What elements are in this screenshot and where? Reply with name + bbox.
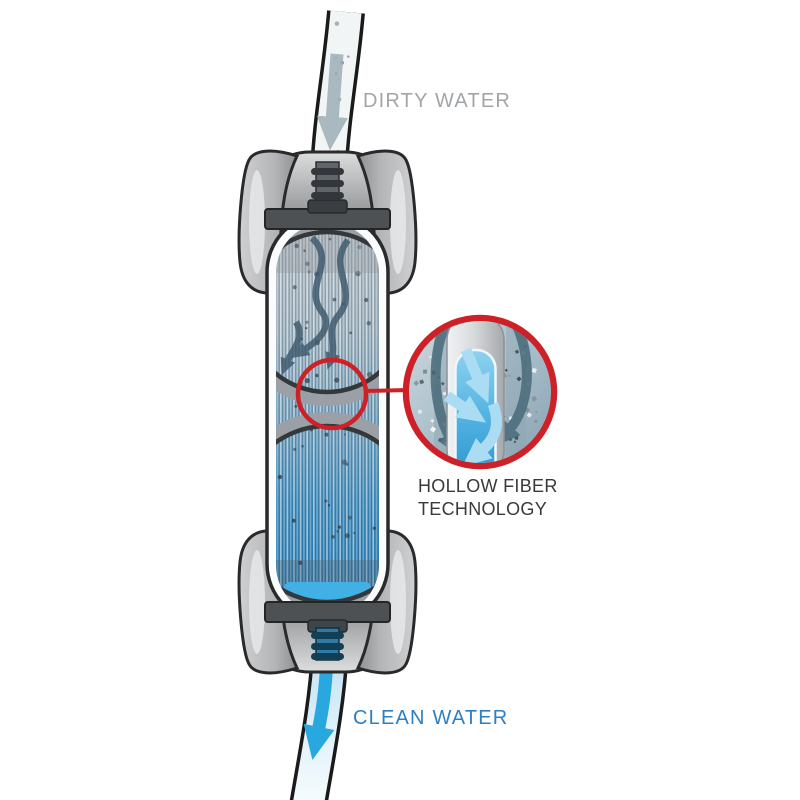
dirty-flow-arrow-icon xyxy=(316,53,348,151)
wing-highlight xyxy=(249,550,265,654)
light-arrow-down xyxy=(462,402,502,463)
callout-label-line1: HOLLOW FIBER xyxy=(418,476,558,496)
bottom-hose-connector xyxy=(307,619,348,661)
wing-highlight xyxy=(390,550,406,654)
dirty-water-label: DIRTY WATER xyxy=(363,90,511,112)
callout-connector-line xyxy=(363,388,411,393)
swirl-arrow-right xyxy=(325,237,351,370)
light-arrow-top xyxy=(460,347,490,404)
top-hose-connector xyxy=(307,161,348,214)
clean-water-pool xyxy=(284,582,371,601)
swirl-arrow-left xyxy=(292,235,330,358)
dark-arrow-right xyxy=(494,323,532,447)
light-arrow-left xyxy=(443,391,486,423)
filter-interior xyxy=(276,223,379,615)
clean-water-label: CLEAN WATER xyxy=(353,707,508,729)
inset-clean-flow-arrows-icon xyxy=(443,347,502,463)
dirty-inlet-tube xyxy=(310,10,365,173)
callout-label-line2: TECHNOLOGY xyxy=(418,499,547,519)
swirl-arrow-small xyxy=(280,320,303,376)
swirl-arrows-icon xyxy=(280,235,351,376)
wing-highlight xyxy=(390,170,406,274)
filter-body xyxy=(265,212,390,624)
dome-outline xyxy=(276,229,379,395)
wing-highlight xyxy=(249,170,265,274)
hollow-fiber-inset xyxy=(402,314,558,470)
bottom-collar xyxy=(264,601,391,623)
magnifier-circle xyxy=(295,357,369,431)
